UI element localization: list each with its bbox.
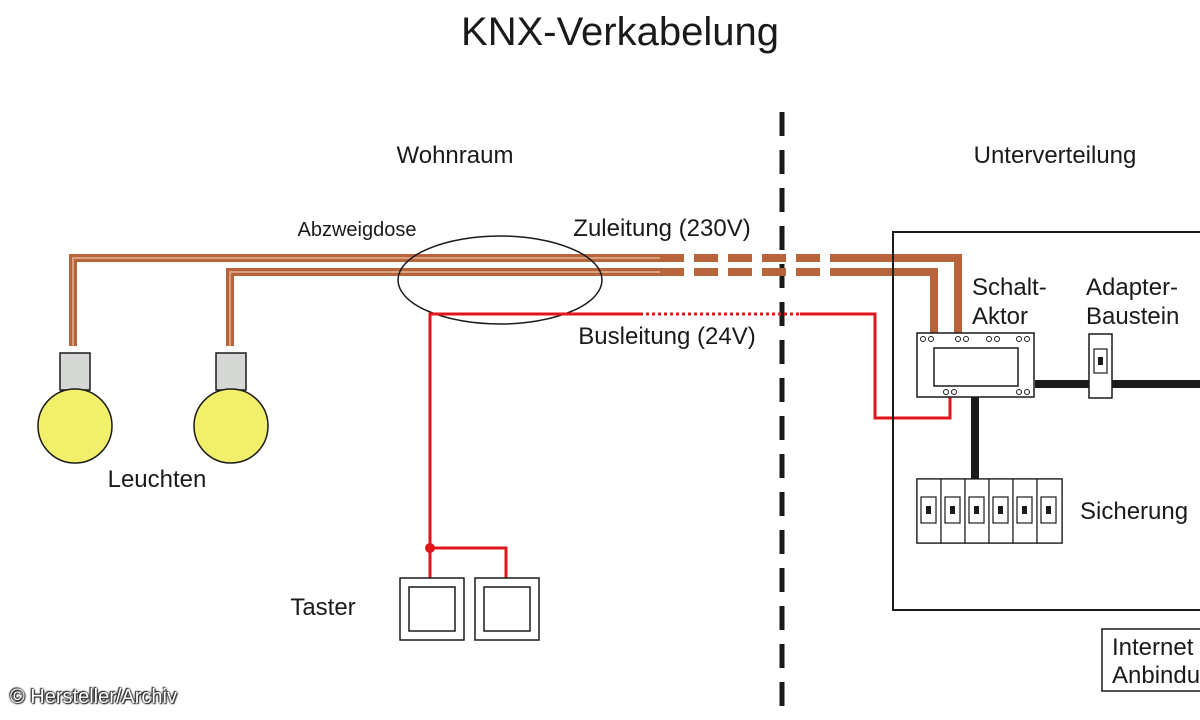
label-fuses: Sicherung xyxy=(1080,498,1188,525)
junction-box-ellipse xyxy=(397,235,603,325)
label-adapter-1: Adapter- xyxy=(1086,274,1178,301)
label-internet-1: Internet xyxy=(1112,634,1194,661)
zone-label-living-room: Wohnraum xyxy=(397,142,514,169)
label-lamps: Leuchten xyxy=(108,466,207,493)
label-supply-line: Zuleitung (230V) xyxy=(573,215,750,242)
supply-cable-wire-2-end xyxy=(838,268,938,336)
label-bus-line: Busleitung (24V) xyxy=(578,323,755,350)
diagram-title: KNX-Verkabelung xyxy=(461,10,779,54)
supply-cable xyxy=(69,254,962,346)
distribution-cabinet-frame xyxy=(892,231,1200,611)
lamp-2-bulb xyxy=(193,388,269,464)
bus-cable xyxy=(425,312,952,578)
label-adapter-2: Baustein xyxy=(1086,303,1179,330)
lamp-1-bulb xyxy=(37,388,113,464)
label-switch-actuator-1: Schalt- xyxy=(972,274,1047,301)
label-junction-box: Abzweigdose xyxy=(298,219,417,241)
lamp-2 xyxy=(193,352,269,464)
bus-cable-end xyxy=(800,312,952,420)
bus-cable-node xyxy=(425,543,435,553)
zone-label-distribution: Unterverteilung xyxy=(974,142,1137,169)
bus-cable-switch-branch xyxy=(430,546,508,578)
lamp-2-socket xyxy=(215,352,247,391)
lamp-1 xyxy=(37,352,113,464)
cabinet-wiring xyxy=(971,380,1200,480)
label-switches: Taster xyxy=(290,594,355,621)
supply-cable-wire-1-end xyxy=(838,254,962,336)
lamp-1-socket xyxy=(59,352,91,391)
internet-connection-box xyxy=(1101,628,1200,692)
label-internet-2: Anbindu xyxy=(1112,662,1200,689)
adapter-module xyxy=(1088,333,1113,399)
switch-1 xyxy=(399,577,465,641)
bus-cable-main xyxy=(428,312,640,578)
switch-2 xyxy=(474,577,540,641)
fuse-block xyxy=(916,478,1063,544)
switch-actuator xyxy=(916,332,1035,398)
image-credit: © Hersteller/Archiv xyxy=(10,686,177,708)
label-switch-actuator-2: Aktor xyxy=(972,303,1028,330)
